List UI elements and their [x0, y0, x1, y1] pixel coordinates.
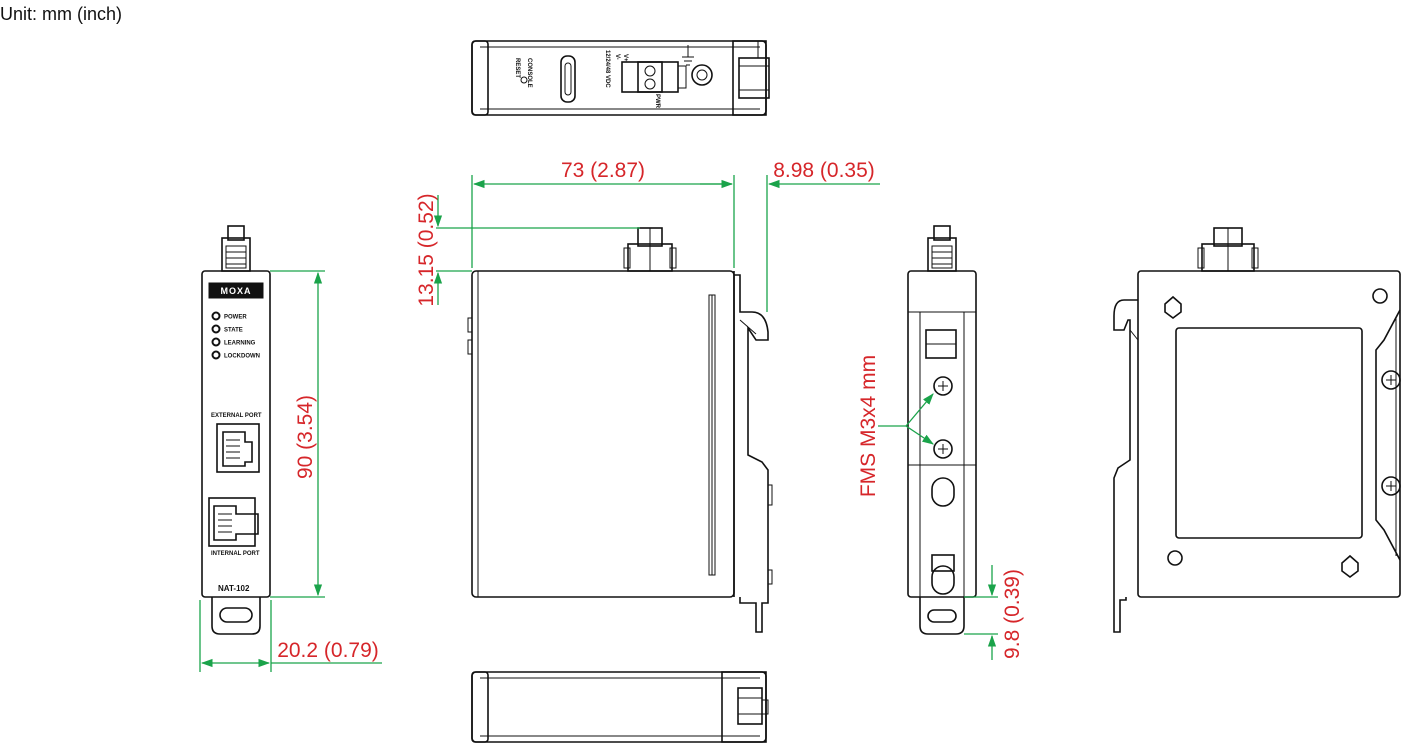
rear-panel-view	[1113, 227, 1401, 633]
ground-screw	[691, 64, 713, 86]
internal-port	[208, 497, 256, 547]
voltage-label: 12/24/48 VDC	[604, 50, 610, 88]
console-port	[560, 55, 576, 103]
dim-depth: 73 (2.87)	[561, 159, 645, 182]
dim-width: 20.2 (0.79)	[277, 639, 379, 662]
moxa-logo	[208, 282, 264, 299]
mount-screw-upper	[933, 376, 953, 396]
led-label: LOCKDOWN	[224, 354, 260, 360]
console-label: CONSOLE	[526, 58, 532, 88]
model-label: NAT-102	[218, 584, 250, 593]
led-indicator	[211, 350, 221, 360]
hex-nut-top-left	[1164, 295, 1182, 319]
reset-hole	[520, 76, 528, 84]
dim-mount-tab: 9.8 (0.39)	[1001, 569, 1024, 659]
dim-connector-height: 13.15 (0.52)	[415, 193, 438, 306]
vminus-label: V-	[614, 54, 620, 60]
side-view	[467, 227, 773, 633]
reset-label: RESET	[514, 58, 520, 78]
led-indicator	[211, 337, 221, 347]
rear-window	[1175, 327, 1363, 539]
vplus-label: V+	[622, 54, 628, 62]
dim-screw-spec: FMS M3x4 mm	[857, 355, 880, 497]
pwr-label: PWR	[654, 94, 660, 109]
dimension-lines	[199, 175, 998, 672]
brand-label: MOXA	[221, 286, 252, 296]
dim-height: 90 (3.54)	[294, 395, 317, 479]
internal-port-label: INTERNAL PORT	[211, 551, 260, 557]
led-indicator	[211, 324, 221, 334]
bottom-view	[471, 671, 769, 743]
led-label: STATE	[224, 328, 243, 334]
led-label: POWER	[224, 315, 247, 321]
unit-label: Unit: mm (inch)	[0, 4, 122, 24]
front-view: MOXA POWER STATE LEARNING LOCKDOWN EXTERNAL…	[201, 225, 271, 635]
rear-view	[907, 225, 977, 635]
mount-screw-lower	[933, 439, 953, 459]
external-port-label: EXTERNAL PORT	[211, 413, 262, 419]
external-port	[216, 423, 260, 473]
led-label: LEARNING	[224, 341, 256, 347]
led-indicator	[211, 311, 221, 321]
dim-rail-offset: 8.98 (0.35)	[773, 159, 875, 182]
hex-nut-bottom-right	[1341, 554, 1359, 578]
top-view: CONSOLE RESET 12/24/48 VDC PWR V+ V-	[471, 40, 770, 116]
